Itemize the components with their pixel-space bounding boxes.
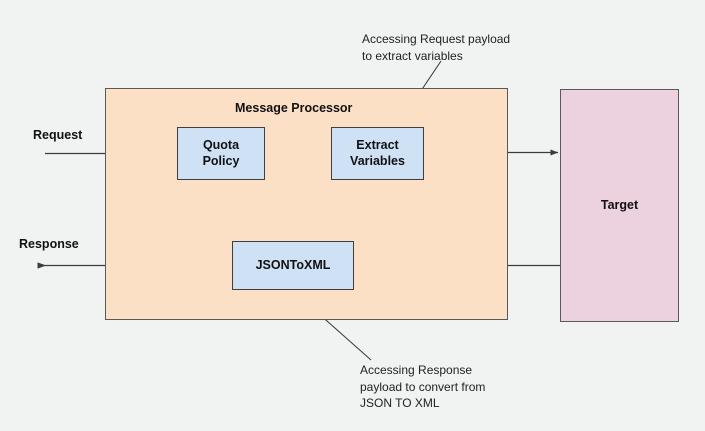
quota-policy-box[interactable]: Quota Policy (177, 127, 265, 180)
response-annotation-text: Accessing Response payload to convert fr… (360, 363, 486, 411)
target-label: Target (600, 198, 639, 212)
message-processor-title: Message Processor (235, 101, 353, 115)
extract-variables-label-line1: Extract (356, 137, 399, 152)
response-label: Response (19, 237, 79, 251)
jsontoxml-label: JSONToXML (255, 257, 331, 272)
jsontoxml-box[interactable]: JSONToXML (232, 241, 354, 290)
extract-variables-box[interactable]: Extract Variables (331, 127, 424, 180)
quota-policy-label-line2: Policy (202, 153, 240, 168)
quota-policy-label: Quota Policy (203, 138, 240, 169)
extract-variables-label: Extract Variables (350, 138, 405, 169)
extract-variables-label-line2: Variables (350, 153, 405, 168)
quota-policy-label-line1: Quota (202, 137, 240, 152)
target-container (560, 89, 679, 322)
request-annotation-text: Accessing Request payload to extract var… (362, 32, 511, 63)
request-label: Request (33, 128, 83, 142)
